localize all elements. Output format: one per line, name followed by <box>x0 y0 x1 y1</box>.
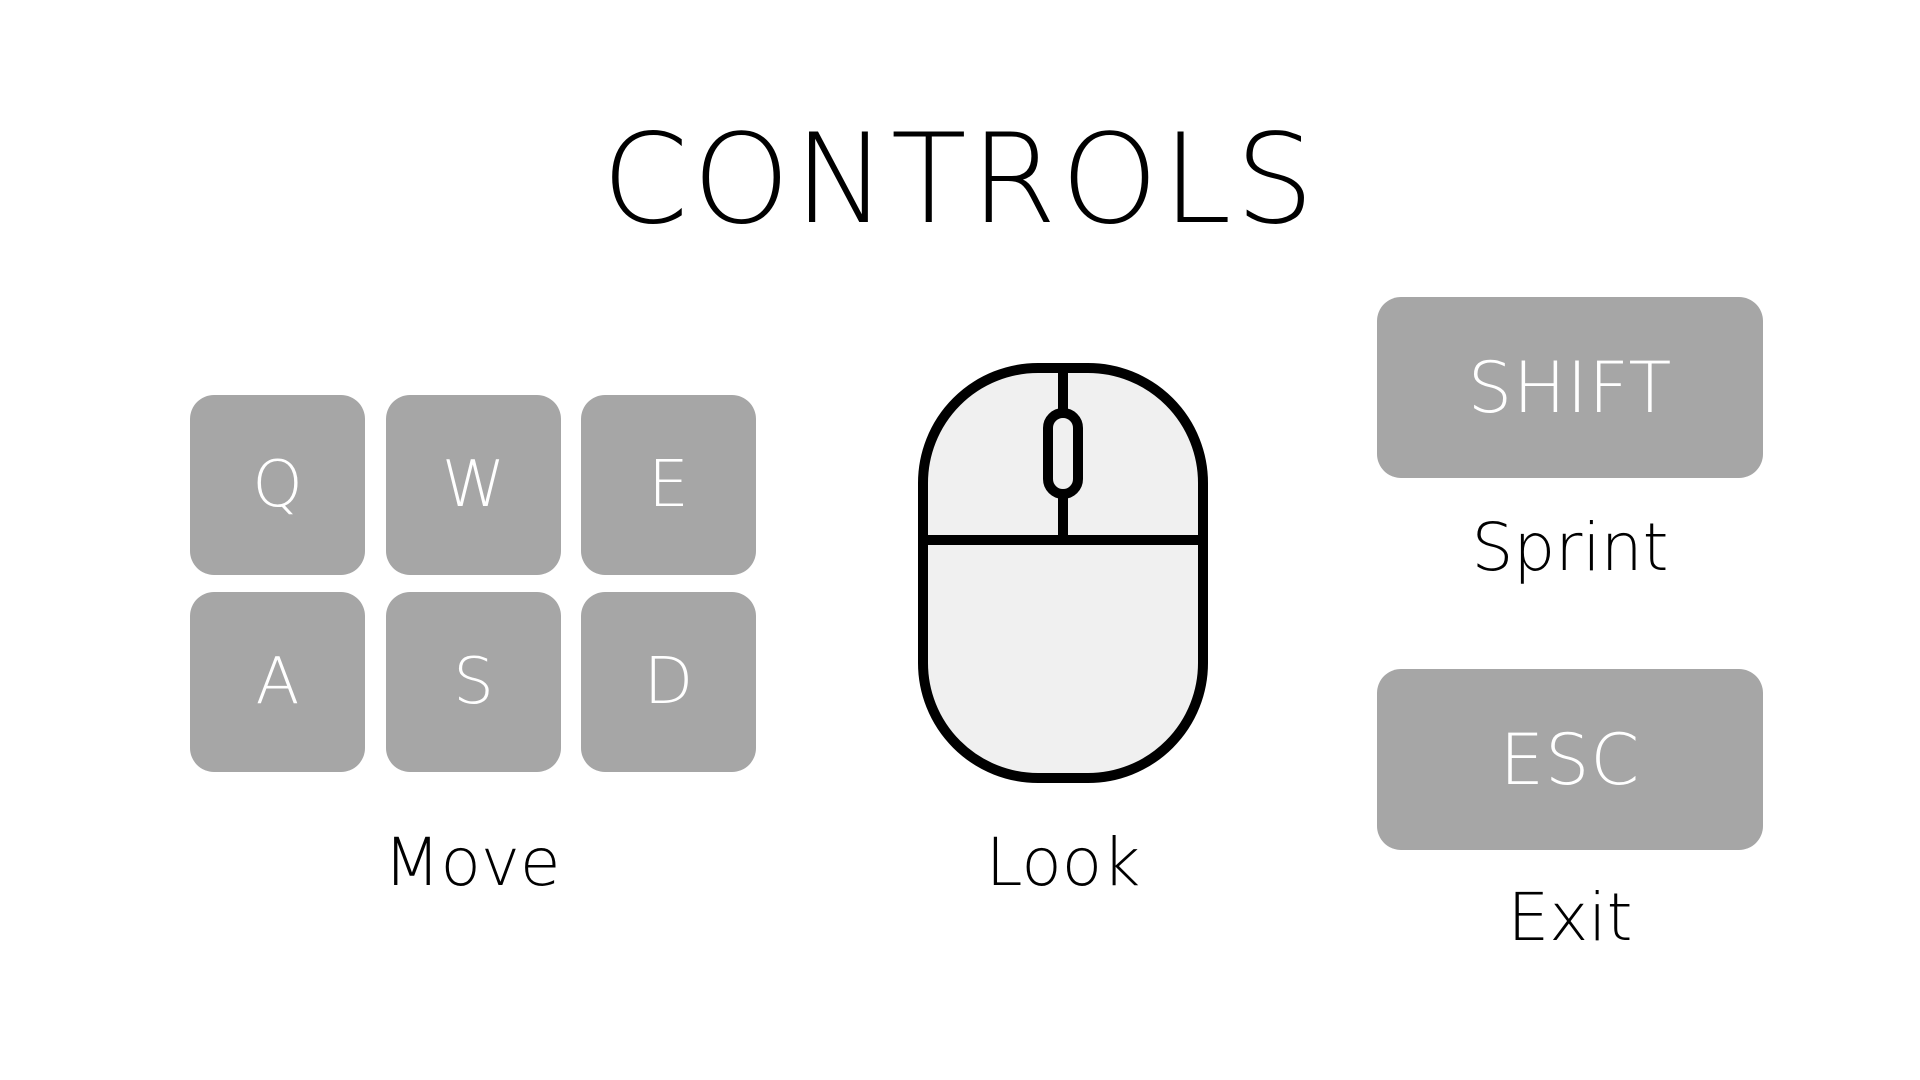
key-w: W <box>386 395 561 575</box>
page-title: CONTROLS <box>601 108 1319 252</box>
key-s: S <box>386 592 561 772</box>
mouse-icon <box>918 363 1208 783</box>
key-shift: SHIFT <box>1377 297 1763 478</box>
exit-label: Exit <box>1507 879 1633 956</box>
sprint-label: Sprint <box>1471 509 1669 586</box>
key-e: E <box>581 395 756 575</box>
key-d: D <box>581 592 756 772</box>
key-q: Q <box>190 395 365 575</box>
key-esc: ESC <box>1377 669 1763 850</box>
key-a: A <box>190 592 365 772</box>
scroll-wheel-icon <box>1043 408 1083 499</box>
look-label: Look <box>985 824 1141 901</box>
move-label: Move <box>383 824 561 901</box>
mouse-body <box>918 363 1208 783</box>
